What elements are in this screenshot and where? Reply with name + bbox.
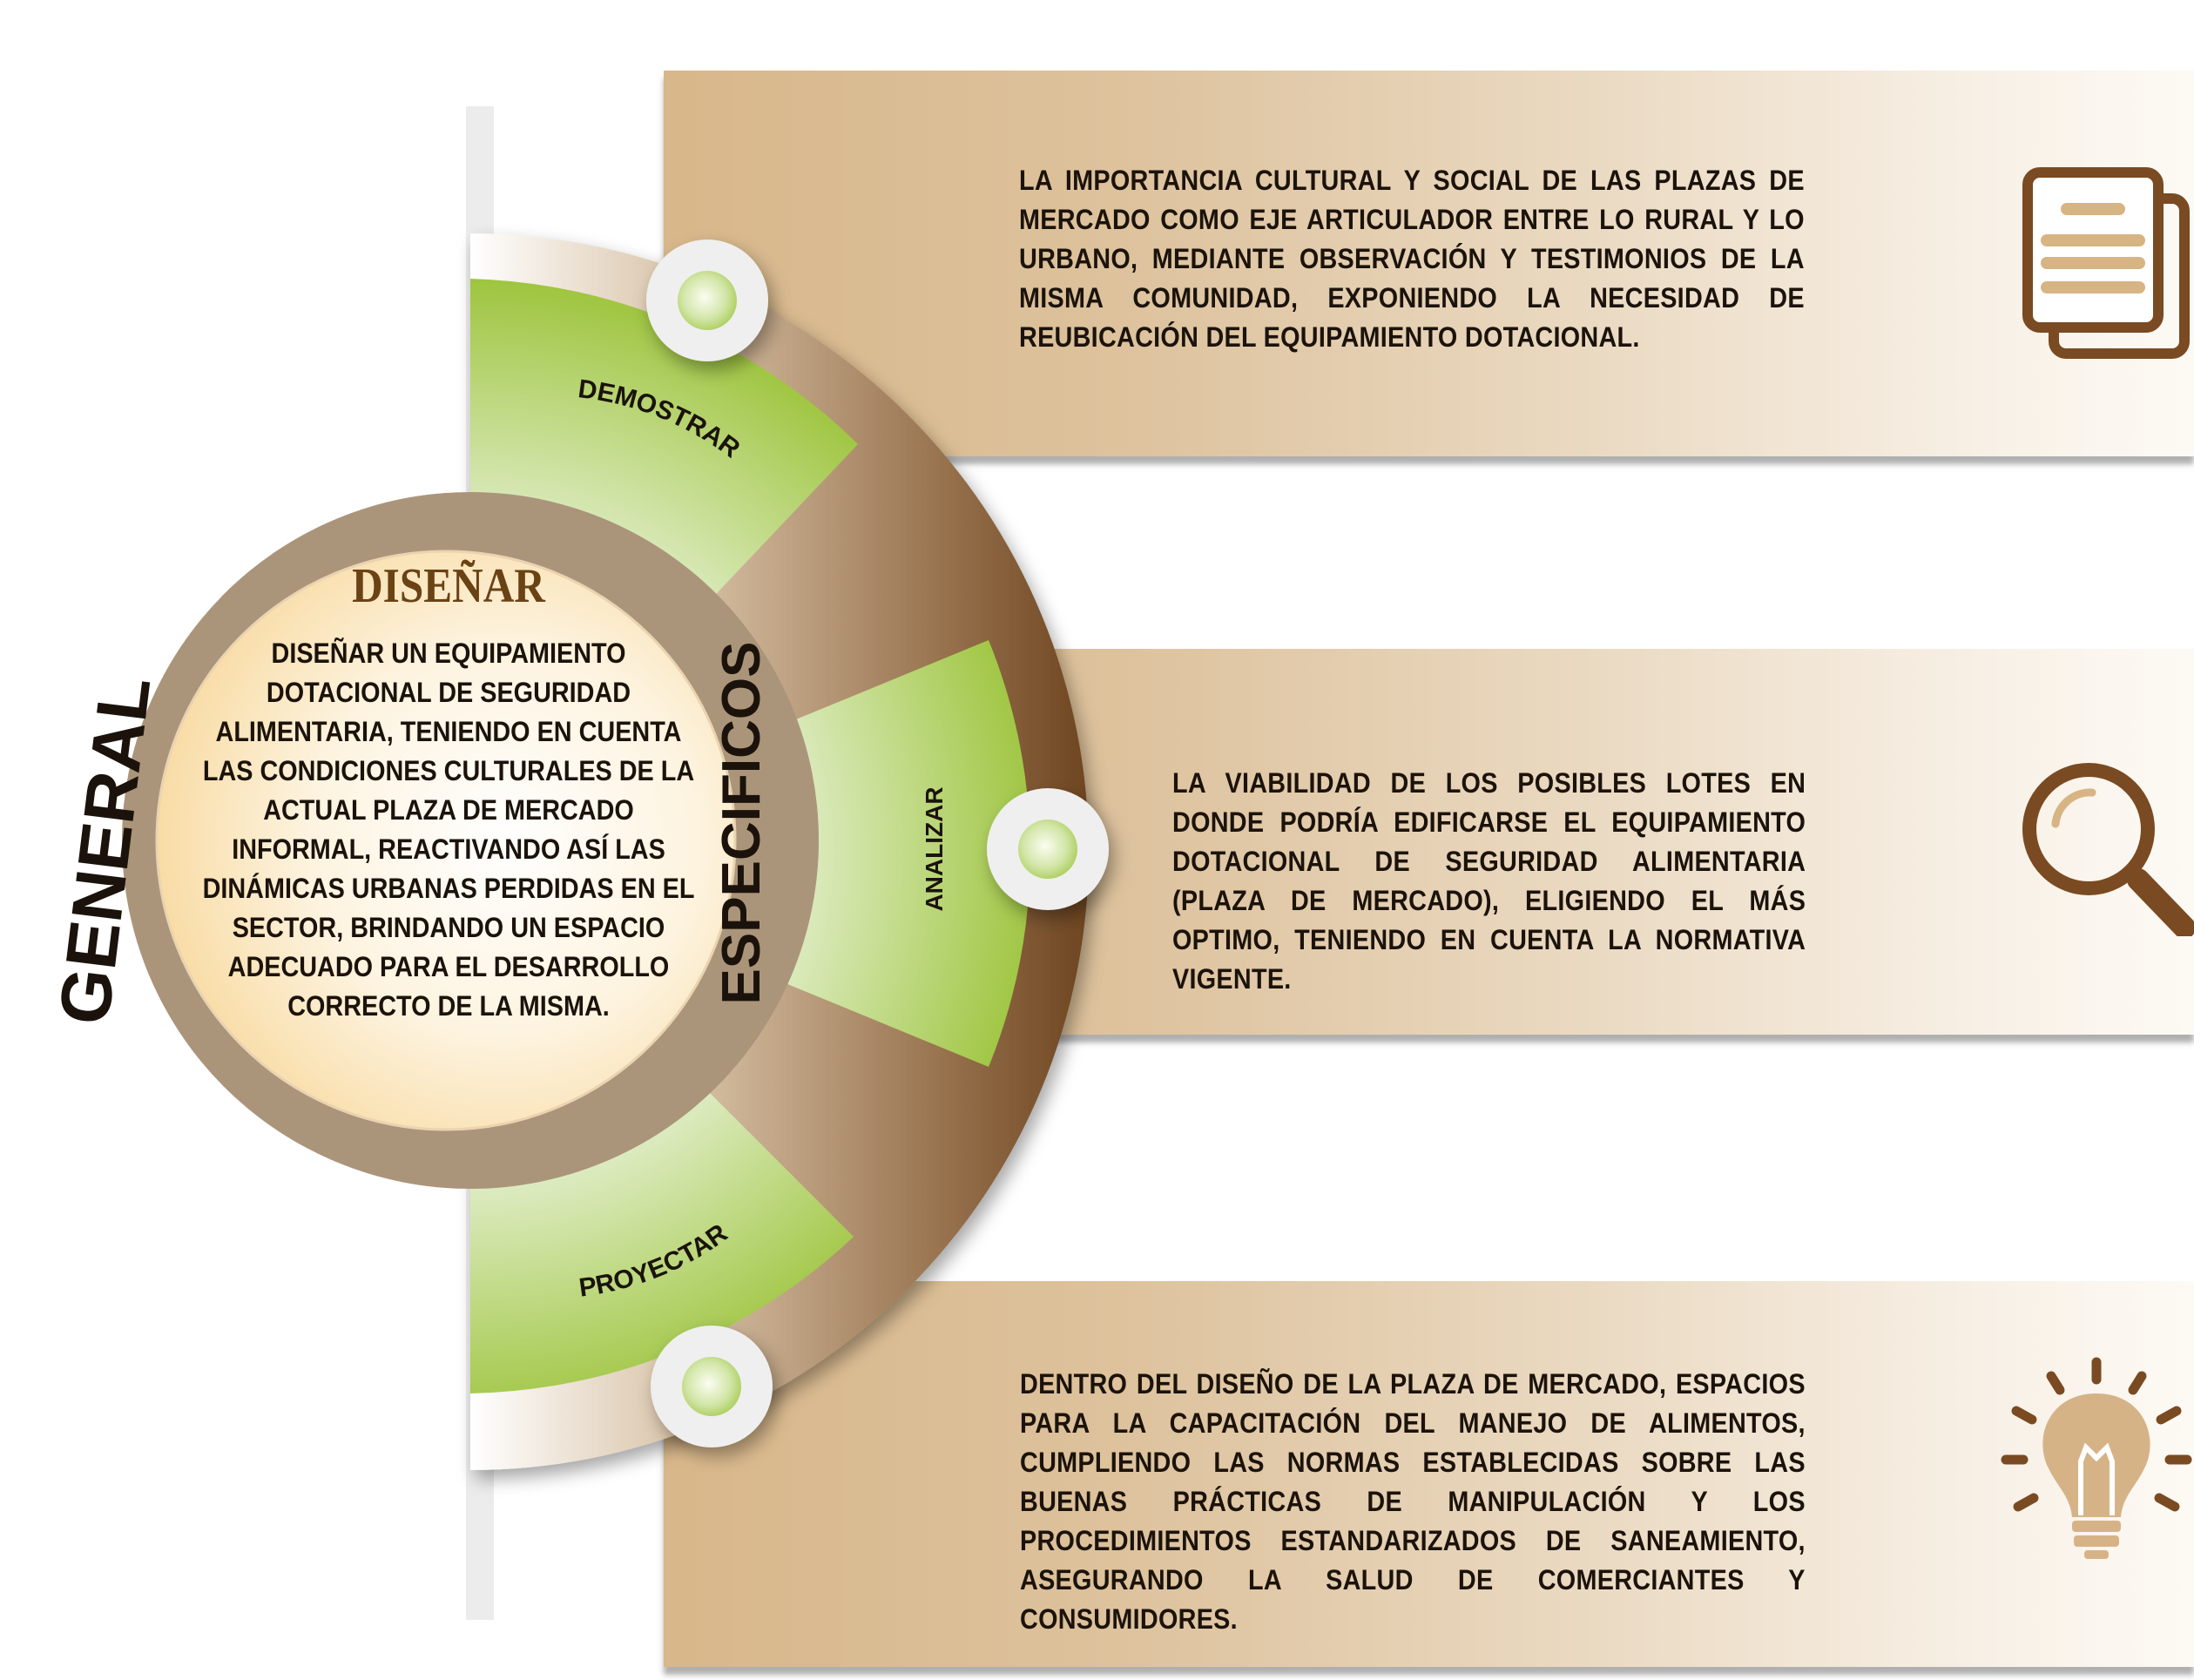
specific-objective-text-1: LA IMPORTANCIA CULTURAL Y SOCIAL DE LAS … xyxy=(1019,165,1805,353)
connector-knob-3 xyxy=(651,1326,773,1447)
specific-objective-text-2: LA VIABILIDAD DE LOS POSIBLES LOTES EN D… xyxy=(1172,767,1806,995)
sector-label-analizar: ANALIZAR xyxy=(921,786,948,911)
connector-knob-2 xyxy=(987,788,1109,910)
objective-band-1 xyxy=(664,71,2194,456)
general-center-disc xyxy=(155,550,737,1131)
lightbulb-icon xyxy=(2001,1357,2192,1559)
general-objective-text: DISEÑAR UN EQUIPAMIENTO DOTACIONAL DE SE… xyxy=(202,638,695,1022)
general-objective-title: DISEÑAR xyxy=(352,559,545,613)
objective-band-3 xyxy=(664,1281,2194,1667)
especificos-label: ESPECIFICOS xyxy=(712,642,772,1005)
magnifier-icon xyxy=(2022,763,2194,936)
specific-objective-text-3: DENTRO DEL DISEÑO DE LA PLAZA DE MERCADO… xyxy=(1020,1368,1806,1635)
document-icon xyxy=(2022,167,2190,359)
objectives-diagram: GENERAL ESPECIFICOS DEMOSTRAR ANALIZAR P… xyxy=(44,106,1109,1620)
connector-knob-1 xyxy=(646,240,768,361)
